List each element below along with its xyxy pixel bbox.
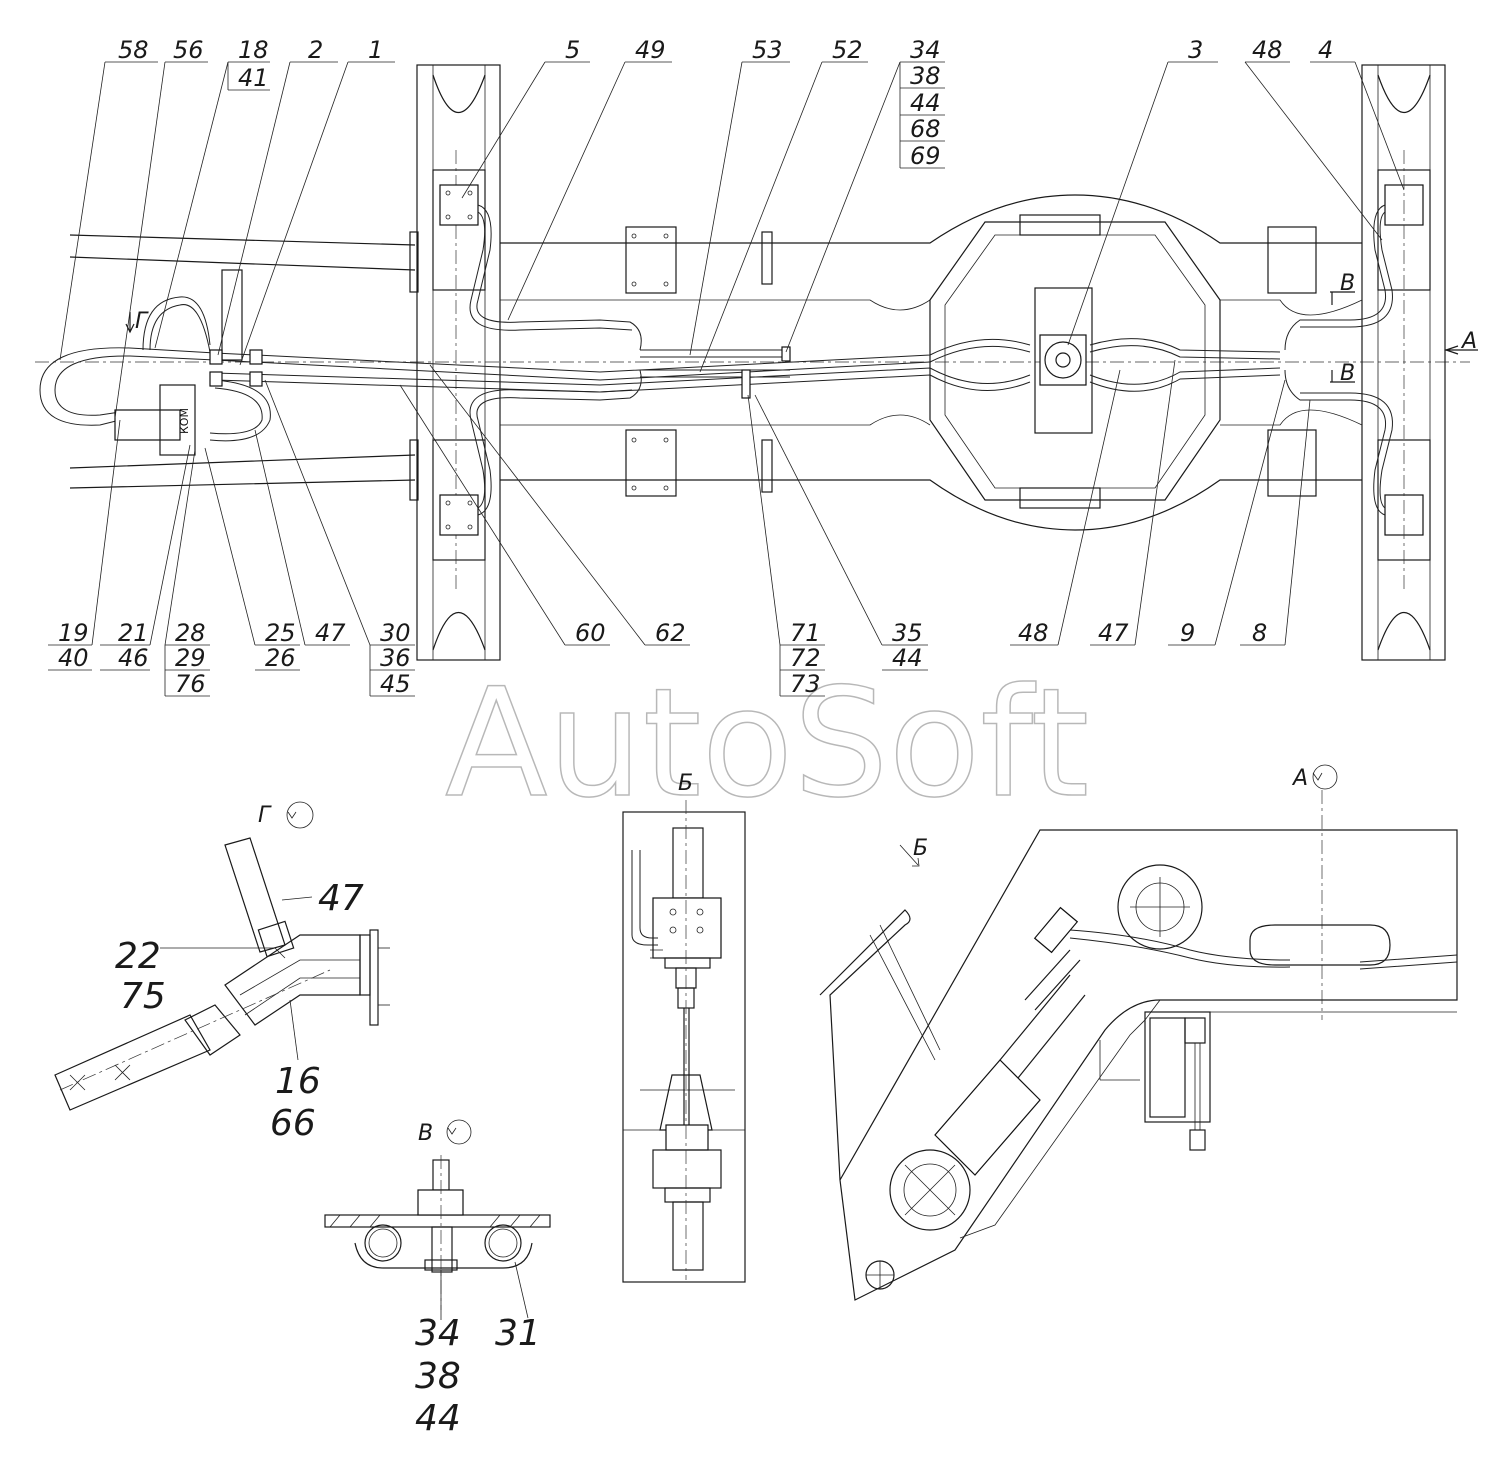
detail-view-v: В 34 38 44 31 — [324, 1119, 551, 1439]
view-marker-g: Г — [135, 309, 149, 334]
callout-8: 8 — [1252, 619, 1267, 647]
callout-40: 40 — [58, 644, 89, 672]
detail-v-callout-34: 34 — [415, 1313, 461, 1354]
callout-44-bottom: 44 — [892, 644, 923, 672]
detail-g-callout-16: 16 — [275, 1061, 321, 1102]
callout-1: 1 — [368, 36, 383, 64]
top-callouts: 58 56 18 41 2 1 5 49 53 52 34 38 44 68 6… — [59, 36, 1405, 419]
callout-44: 44 — [910, 89, 941, 117]
callout-45: 45 — [380, 670, 411, 698]
detail-g-callout-47: 47 — [318, 878, 364, 919]
callout-53: 53 — [752, 36, 783, 64]
callout-36: 36 — [380, 644, 411, 672]
callout-19: 19 — [58, 619, 89, 647]
kom-label: КОМ — [178, 408, 191, 434]
detail-view-b: Б — [622, 771, 746, 1283]
view-marker-v-top: В — [1340, 271, 1355, 296]
callout-5: 5 — [565, 36, 580, 64]
callout-9: 9 — [1180, 619, 1195, 647]
callout-47-right: 47 — [1098, 619, 1129, 647]
callout-3: 3 — [1188, 36, 1203, 64]
callout-58: 58 — [118, 36, 149, 64]
detail-g-callout-66: 66 — [270, 1103, 316, 1144]
callout-21: 21 — [118, 619, 149, 647]
detail-v-callout-31: 31 — [495, 1313, 541, 1354]
callout-72: 72 — [790, 644, 821, 672]
callout-47-left: 47 — [315, 619, 346, 647]
bottom-callouts: 19 40 21 46 28 29 76 25 26 47 30 36 45 6… — [48, 359, 1311, 698]
callout-71: 71 — [790, 619, 821, 647]
callout-68: 68 — [910, 115, 941, 143]
callout-76: 76 — [175, 670, 206, 698]
callout-52: 52 — [832, 36, 863, 64]
detail-v-title: В — [418, 1121, 433, 1146]
callout-49: 49 — [635, 36, 666, 64]
callout-29: 29 — [175, 644, 206, 672]
detail-a-title: А — [1291, 766, 1308, 791]
detail-g-title: Г — [258, 803, 272, 828]
detail-v-callout-38: 38 — [415, 1356, 461, 1397]
callout-2: 2 — [308, 36, 323, 64]
callout-4: 4 — [1318, 36, 1333, 64]
callout-18: 18 — [238, 36, 269, 64]
callout-60: 60 — [575, 619, 606, 647]
callout-69: 69 — [910, 142, 941, 170]
watermark: AutoSoft — [445, 657, 1089, 831]
callout-26: 26 — [265, 644, 296, 672]
detail-b-title: Б — [678, 771, 693, 796]
callout-35: 35 — [892, 619, 923, 647]
detail-g-callout-22: 22 — [115, 936, 161, 977]
detail-v-callout-44: 44 — [415, 1398, 461, 1439]
view-marker-v-bottom: В — [1340, 361, 1355, 386]
callout-62: 62 — [655, 619, 686, 647]
callout-34: 34 — [910, 36, 941, 64]
view-marker-a: А — [1460, 329, 1477, 354]
callout-41: 41 — [238, 64, 269, 92]
callout-38: 38 — [910, 62, 941, 90]
callout-48-top: 48 — [1252, 36, 1283, 64]
callout-73: 73 — [790, 670, 821, 698]
callout-25: 25 — [265, 619, 296, 647]
callout-46: 46 — [118, 644, 149, 672]
main-plan-view: КОМ В В А Г — [35, 64, 1478, 661]
detail-a-arrow-b: Б — [913, 836, 928, 861]
detail-g-callout-75: 75 — [120, 976, 166, 1017]
callout-28: 28 — [175, 619, 206, 647]
callout-30: 30 — [380, 619, 411, 647]
detail-view-g: Г 47 22 75 16 66 — [54, 801, 390, 1144]
callout-56: 56 — [173, 36, 204, 64]
detail-view-a: А Б — [819, 764, 1458, 1301]
callout-48-bottom: 48 — [1018, 619, 1049, 647]
